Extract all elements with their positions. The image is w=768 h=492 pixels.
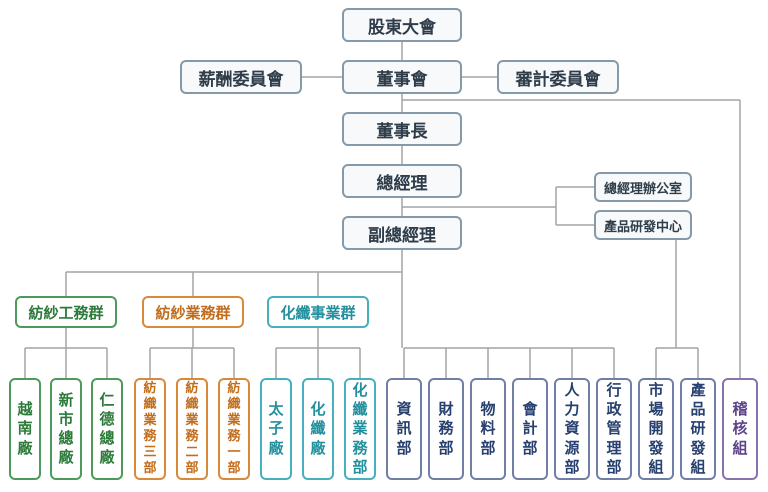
xinshi-plant-box: 新市總廠 <box>50 378 82 480</box>
general-manager-box: 總經理 <box>342 164 462 198</box>
admin-dept-box: 行政管理部 <box>596 378 632 480</box>
textile-sales-2-box: 紡織業務二部 <box>176 378 208 480</box>
chemical-fiber-group-label: 化纖事業群 <box>280 303 356 322</box>
materials-dept-box: 物料部 <box>470 378 506 480</box>
accounting-dept-label: 會計部 <box>522 400 538 457</box>
chemical-fiber-sales-label: 化纖業務部 <box>352 381 368 476</box>
hr-dept-box: 人力資源部 <box>554 378 590 480</box>
chairman-box: 董事長 <box>342 112 462 146</box>
audit-group-box: 稽核組 <box>722 378 758 480</box>
textile-sales-3-box: 紡織業務三部 <box>134 378 166 480</box>
gm-office-label: 總經理辦公室 <box>603 181 682 197</box>
taizi-plant-label: 太子廠 <box>268 400 284 457</box>
chemical-fiber-sales-box: 化纖業務部 <box>344 378 376 480</box>
gm-office-box: 總經理辦公室 <box>594 172 692 202</box>
accounting-dept-box: 會計部 <box>512 378 548 480</box>
xinshi-plant-label: 新市總廠 <box>58 390 74 467</box>
admin-dept-label: 行政管理部 <box>606 381 622 476</box>
chemical-fiber-group-box: 化纖事業群 <box>267 296 369 328</box>
compensation-committee-label: 薪酬委員會 <box>198 69 284 90</box>
vietnam-plant-label: 越南廠 <box>17 400 33 457</box>
audit-group-label: 稽核組 <box>732 400 748 457</box>
chemical-fiber-plant-label: 化纖廠 <box>310 400 326 457</box>
rende-plant-label: 仁德總廠 <box>99 390 115 467</box>
audit-committee-box: 審計委員會 <box>497 60 619 94</box>
general-manager-label: 總經理 <box>376 173 428 194</box>
textile-sales-3-label: 紡織業務三部 <box>143 381 157 476</box>
textile-sales-1-label: 紡織業務一部 <box>227 381 241 476</box>
vice-general-manager-label: 副總經理 <box>368 225 436 246</box>
audit-committee-label: 審計委員會 <box>515 69 601 90</box>
materials-dept-label: 物料部 <box>480 400 496 457</box>
product-rd-group-box: 產品研發組 <box>680 378 716 480</box>
rd-center-label: 產品研發中心 <box>603 219 682 235</box>
finance-dept-box: 財務部 <box>428 378 464 480</box>
vice-general-manager-box: 副總經理 <box>342 216 462 250</box>
market-development-label: 市場開發組 <box>648 381 664 476</box>
spinning-sales-group-box: 紡紗業務群 <box>142 296 244 328</box>
chemical-fiber-plant-box: 化纖廠 <box>302 378 334 480</box>
vietnam-plant-box: 越南廠 <box>9 378 41 480</box>
textile-sales-2-label: 紡織業務二部 <box>185 381 199 476</box>
spinning-group-label: 紡紗工務群 <box>28 303 104 322</box>
compensation-committee-box: 薪酬委員會 <box>180 60 302 94</box>
shareholders-box: 股東大會 <box>342 8 462 42</box>
hr-dept-label: 人力資源部 <box>564 381 580 476</box>
rd-center-box: 產品研發中心 <box>594 210 692 240</box>
it-dept-box: 資訊部 <box>386 378 422 480</box>
taizi-plant-box: 太子廠 <box>260 378 292 480</box>
product-rd-group-label: 產品研發組 <box>690 381 706 476</box>
shareholders-label: 股東大會 <box>368 17 436 38</box>
finance-dept-label: 財務部 <box>438 400 454 457</box>
board-box: 董事會 <box>342 60 462 94</box>
spinning-group-box: 紡紗工務群 <box>15 296 117 328</box>
rende-plant-box: 仁德總廠 <box>91 378 123 480</box>
market-development-box: 市場開發組 <box>638 378 674 480</box>
it-dept-label: 資訊部 <box>396 400 412 457</box>
textile-sales-1-box: 紡織業務一部 <box>218 378 250 480</box>
spinning-sales-group-label: 紡紗業務群 <box>155 303 231 322</box>
board-label: 董事會 <box>376 69 428 90</box>
chairman-label: 董事長 <box>376 121 428 142</box>
